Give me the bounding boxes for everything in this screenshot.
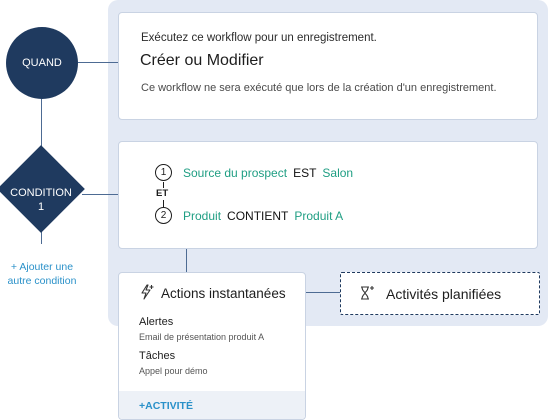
hourglass-plus-icon xyxy=(361,286,374,300)
add-condition-line1: + Ajouter une xyxy=(10,261,74,273)
add-activity-button[interactable]: +ACTIVITÉ xyxy=(139,400,193,412)
criteria-connector-bottom xyxy=(163,200,164,207)
criterion-number-2: 2 xyxy=(155,207,172,224)
when-node[interactable]: QUAND xyxy=(6,27,78,99)
criterion-2-field: Produit xyxy=(183,209,222,223)
condition-node-number: 1 xyxy=(37,201,45,213)
instant-actions-title: Actions instantanées xyxy=(161,286,286,301)
action-alerts-heading: Alertes xyxy=(139,316,174,328)
criterion-1-field: Source du prospect xyxy=(183,166,288,180)
criteria-connector-label: ET xyxy=(156,188,169,199)
condition-node-title: CONDITION xyxy=(10,187,72,199)
scheduled-activities-card[interactable]: Activités planifiées xyxy=(340,272,540,315)
lightning-plus-icon xyxy=(141,284,154,300)
criterion-2[interactable]: Produit CONTIENT Produit A xyxy=(183,209,343,223)
add-condition-line2: autre condition xyxy=(7,275,77,287)
connector-when-condition xyxy=(41,99,42,159)
connector-actions-scheduled xyxy=(304,292,340,293)
criterion-1-operator: EST xyxy=(293,166,317,180)
condition-card[interactable]: 1 ET 2 Source du prospect EST Salon Produi… xyxy=(118,141,538,249)
trigger-description: Exécutez ce workflow pour un enregistrem… xyxy=(141,32,377,44)
connector-condition-add xyxy=(41,226,42,244)
action-tasks-detail[interactable]: Appel pour démo xyxy=(139,366,208,376)
trigger-card[interactable]: Exécutez ce workflow pour un enregistrem… xyxy=(118,12,538,120)
connector-condition-actions xyxy=(186,247,187,272)
instant-actions-card[interactable]: Actions instantanées Alertes Email de pr… xyxy=(118,272,306,420)
condition-node-label: CONDITION 1 xyxy=(0,186,82,214)
criterion-number-1: 1 xyxy=(155,164,172,181)
criteria-connector-top xyxy=(163,182,164,188)
connector-condition-card xyxy=(82,194,118,195)
actions-footer: +ACTIVITÉ xyxy=(119,391,305,419)
criterion-1[interactable]: Source du prospect EST Salon xyxy=(183,166,353,180)
add-condition-link[interactable]: + Ajouter une autre condition xyxy=(0,260,84,288)
criterion-1-value: Salon xyxy=(322,166,354,180)
criterion-2-value: Produit A xyxy=(294,209,344,223)
criterion-2-operator: CONTIENT xyxy=(227,209,289,223)
action-tasks-heading: Tâches xyxy=(139,350,176,362)
action-alerts-detail[interactable]: Email de présentation produit A xyxy=(139,332,265,342)
trigger-title: Créer ou Modifier xyxy=(140,52,264,69)
scheduled-activities-title: Activités planifiées xyxy=(386,286,502,302)
trigger-note: Ce workflow ne sera exécuté que lors de … xyxy=(141,82,497,94)
when-node-label: QUAND xyxy=(22,57,62,69)
connector-when-trigger xyxy=(78,62,118,63)
